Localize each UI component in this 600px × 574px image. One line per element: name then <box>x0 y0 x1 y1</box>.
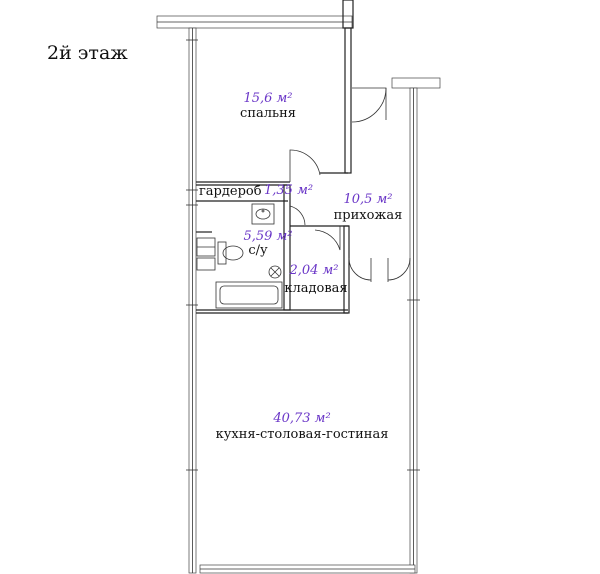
room-area: 2,04 м² <box>288 263 338 278</box>
room-bedroom: 15,6 м² спальня <box>240 91 296 121</box>
room-name: спальня <box>240 106 296 121</box>
room-name: кладовая <box>284 281 347 296</box>
room-area: 10,5 м² <box>343 192 392 207</box>
room-name: с/у <box>248 243 268 258</box>
room-wardrobe: гардероб 1,35 м² <box>199 183 313 199</box>
room-name: кухня-столовая-гостиная <box>216 427 389 442</box>
doors <box>289 87 411 282</box>
room-area: 40,73 м² <box>272 411 330 426</box>
room-living: 40,73 м² кухня-столовая-гостиная <box>216 411 389 442</box>
room-storage: 2,04 м² кладовая <box>284 263 347 296</box>
room-name: гардероб <box>199 184 262 199</box>
room-area: 5,59 м² <box>243 229 292 244</box>
bathroom-fixtures <box>196 203 283 309</box>
room-area: 15,6 м² <box>243 91 292 106</box>
room-area: 1,35 м² <box>264 183 313 198</box>
inner-walls <box>196 172 350 314</box>
floor-title: 2й этаж <box>47 42 128 64</box>
room-name: прихожая <box>334 208 403 223</box>
room-bathroom: 5,59 м² с/у <box>243 229 292 258</box>
room-hallway: 10,5 м² прихожая <box>334 192 403 223</box>
